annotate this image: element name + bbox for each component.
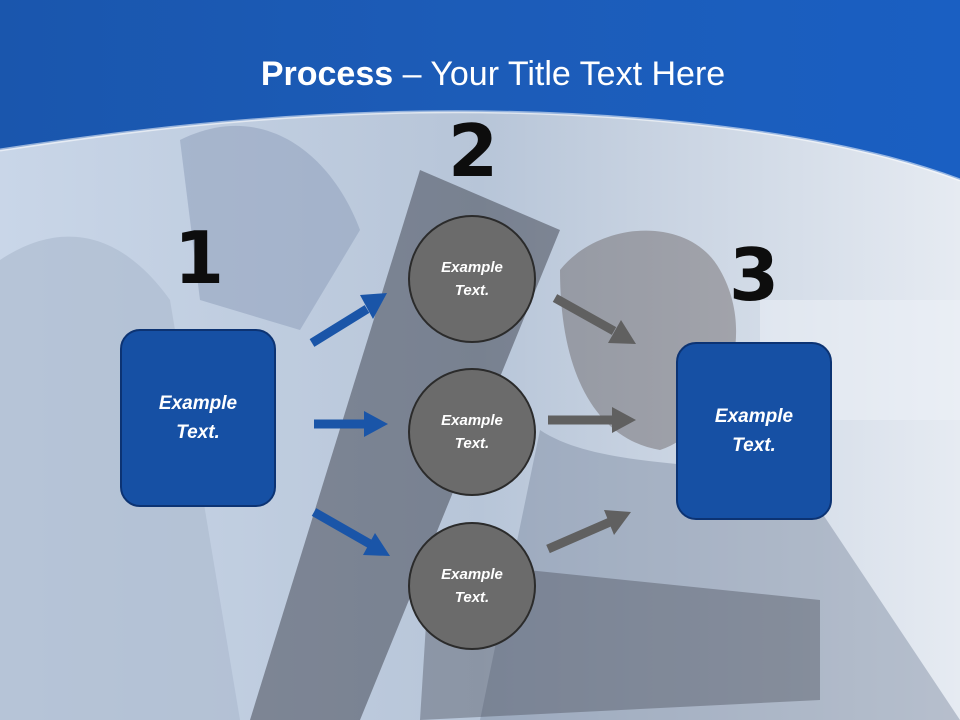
step-2-circle-middle[interactable]: Example Text. <box>408 368 536 496</box>
step-3-box[interactable]: Example Text. <box>676 342 832 520</box>
arrow-1-to-middle <box>314 411 388 437</box>
circle-middle-label: Example Text. <box>441 412 503 452</box>
step-3-number: 3 <box>728 233 780 317</box>
arrow-1-to-top <box>309 293 387 347</box>
arrow-1-to-bottom <box>311 508 390 556</box>
slide-title: Process – Your Title Text Here <box>0 52 960 96</box>
step-1-box[interactable]: Example Text. <box>120 329 276 507</box>
step-1-number: 1 <box>173 216 225 300</box>
arrow-middle-to-3 <box>548 407 636 433</box>
circle-top-label: Example Text. <box>441 259 503 299</box>
title-bold: Process <box>260 55 394 93</box>
step-1-label: Example Text. <box>158 393 238 443</box>
circle-bottom-label: Example Text. <box>441 566 503 606</box>
step-2-number: 2 <box>447 109 499 193</box>
title-rest: – Your Title Text Here <box>393 55 726 93</box>
arrow-bottom-to-3 <box>546 510 631 554</box>
step-3-label: Example Text. <box>714 406 794 456</box>
step-2-circle-bottom[interactable]: Example Text. <box>408 522 536 650</box>
arrow-top-to-3 <box>552 294 636 344</box>
step-2-circle-top[interactable]: Example Text. <box>408 215 536 343</box>
